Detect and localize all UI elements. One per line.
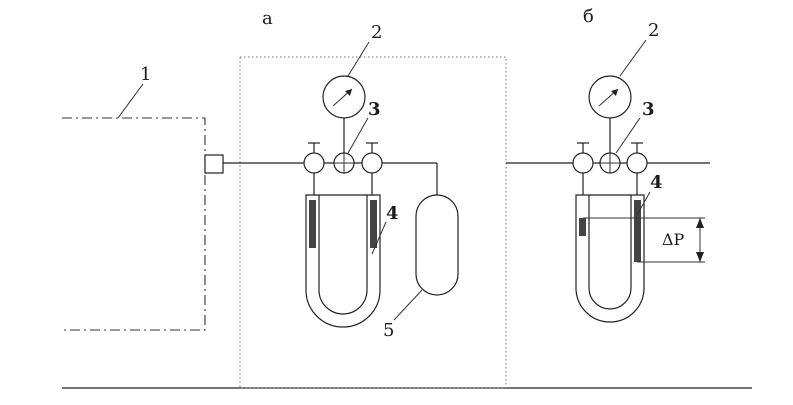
panel-a-frame (239, 56, 507, 389)
object-1-outline (62, 117, 206, 331)
label-panel-a: а (262, 8, 273, 29)
leader-3b (615, 117, 641, 154)
gauge-a-arrow (345, 89, 352, 96)
valves-b (572, 142, 648, 174)
valves-a (303, 142, 383, 174)
label-3b: 3 (642, 99, 655, 120)
label-2b: 2 (648, 20, 659, 41)
delta-p-dimension (583, 217, 705, 263)
leader-5 (393, 289, 423, 321)
gauge-b-arrow (611, 89, 618, 96)
label-2a: 2 (371, 22, 382, 43)
gauge-a (322, 75, 366, 119)
leader-3a (347, 117, 369, 154)
label-3a: 3 (368, 99, 381, 120)
label-4b: 4 (650, 172, 663, 193)
leader-4a (371, 221, 387, 255)
label-panel-b: б (583, 6, 594, 27)
connector-box (204, 154, 224, 174)
leader-2a (347, 41, 370, 77)
leader-2b (619, 39, 647, 77)
manometer-b (575, 173, 645, 323)
label-5: 5 (383, 320, 394, 341)
gauge-b (588, 75, 632, 119)
label-delta-p: ΔP (662, 230, 685, 249)
manometer-a (305, 173, 381, 328)
leader-4b (636, 191, 651, 216)
vessel-5 (415, 194, 459, 296)
label-4a: 4 (386, 203, 399, 224)
label-1: 1 (140, 64, 151, 85)
leader-1 (117, 83, 144, 119)
